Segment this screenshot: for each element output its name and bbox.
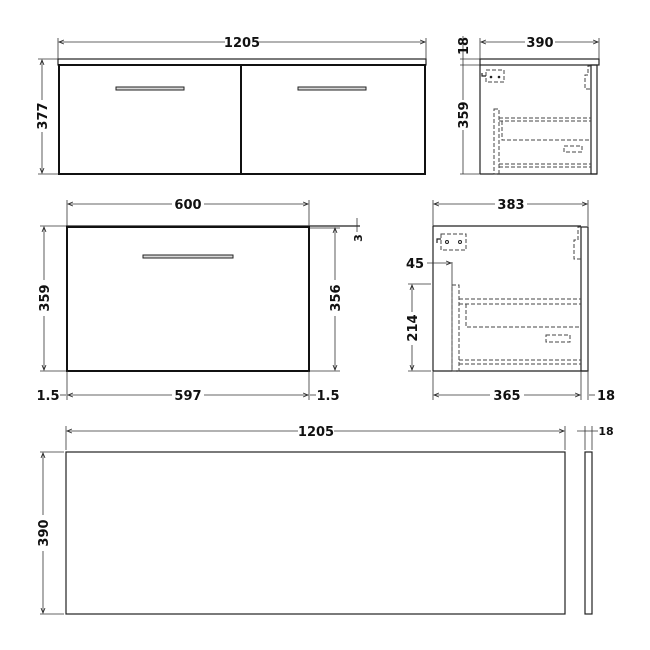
dim-worktop-depth: 390 (37, 519, 52, 546)
drawer-front (66, 226, 310, 372)
dim-drawer-height: 214 (406, 314, 421, 341)
worktop-plan (65, 451, 566, 615)
worktop-view: 1205 390 18 (37, 425, 614, 615)
hinge (573, 226, 581, 260)
side-elevation-view: 390 18 359 (455, 36, 600, 175)
drawer-handle-left (115, 86, 185, 91)
dim-front-width: 1205 (224, 36, 260, 51)
dim-left-gap: 1.5 (36, 389, 59, 404)
front-elevation-view: 1205 377 (36, 36, 427, 175)
door-panel (580, 226, 589, 372)
dim-front-height: 377 (36, 102, 51, 129)
dim-worktop-thickness: 18 (598, 425, 613, 438)
cabinet-side-view: 383 45 214 365 18 (406, 198, 615, 404)
worktop-edge-profile (584, 451, 593, 615)
dim-overall-depth: 383 (497, 198, 524, 213)
dim-door-height: 356 (329, 284, 344, 311)
drawer-runner (493, 108, 500, 175)
dim-door-width: 597 (174, 389, 201, 404)
drawer-handle (142, 254, 234, 259)
dim-worktop-width: 1205 (298, 425, 334, 440)
drawer-handle-side (545, 334, 571, 343)
dim-door-thickness: 18 (597, 389, 615, 404)
dim-worktop-thickness: 18 (457, 37, 472, 55)
worktop-side (479, 58, 600, 66)
drawer-handle-side (563, 145, 583, 153)
dim-overall-width: 600 (174, 198, 201, 213)
wall-bracket (485, 69, 505, 83)
hinge (584, 65, 591, 90)
drawer-runner (451, 284, 460, 372)
dim-top-gap: 3 (352, 234, 365, 242)
door-side (590, 64, 598, 175)
dim-rail-offset: 45 (406, 257, 424, 272)
dim-carcass-depth: 365 (493, 389, 520, 404)
dim-side-depth: 390 (526, 36, 553, 51)
wall-bracket (440, 233, 467, 251)
dim-side-cabinet-height: 359 (457, 101, 472, 128)
single-drawer-front-view: 600 359 356 3 1.5 597 1.5 (36, 198, 365, 404)
dim-right-gap: 1.5 (316, 389, 339, 404)
dim-carcass-height: 359 (38, 284, 53, 311)
drawer-handle-right (297, 86, 367, 91)
